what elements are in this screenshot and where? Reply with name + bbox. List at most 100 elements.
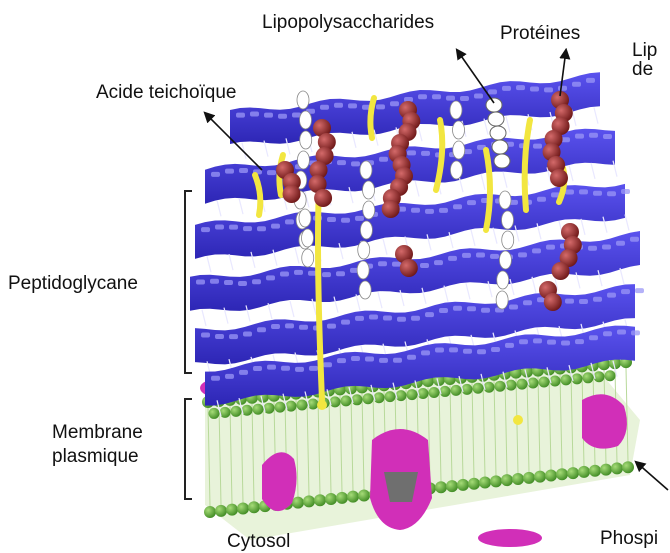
crosslink-block	[243, 331, 252, 336]
crosslink-block	[589, 133, 598, 138]
crosslink-block	[323, 362, 332, 367]
lipid-head	[457, 479, 469, 491]
lipid-head	[341, 395, 352, 406]
crosslink-block	[294, 270, 303, 275]
crosslink-block	[278, 114, 287, 119]
lipid-head	[325, 493, 337, 505]
crosslink-block	[390, 101, 399, 106]
crosslink-block	[411, 208, 420, 213]
lipid-head	[605, 370, 616, 381]
crosslink-block	[532, 248, 541, 253]
crosslink-block	[285, 323, 294, 328]
membrane-protein-bottom	[478, 529, 542, 547]
lipid-head	[231, 406, 242, 417]
lipid-head	[561, 374, 572, 385]
crosslink-block	[271, 224, 280, 229]
label-plasmique: plasmique	[52, 446, 139, 468]
crosslink-block	[449, 347, 458, 352]
peptide-bridge	[229, 254, 233, 270]
crosslink-block	[463, 349, 472, 354]
lipid-head	[600, 464, 612, 476]
label-lipo-cut-2: de	[632, 59, 653, 81]
peptide-bridge	[356, 294, 360, 310]
crosslink-block	[267, 170, 276, 175]
peptide-bridge	[217, 200, 221, 216]
crosslink-block	[407, 150, 416, 155]
crosslink-block	[327, 324, 336, 329]
crosslink-block	[253, 366, 262, 371]
crosslink-block	[519, 339, 528, 344]
crosslink-block	[533, 144, 542, 149]
crosslink-block	[239, 168, 248, 173]
lipid-head	[528, 378, 539, 389]
label-cytosol: Cytosol	[227, 531, 290, 553]
lps-bead	[502, 211, 514, 229]
crosslink-block	[407, 355, 416, 360]
lipid-head	[347, 491, 359, 503]
crosslink-block	[210, 279, 219, 284]
lipid-head	[484, 382, 495, 393]
lps-bead	[497, 271, 509, 289]
lps-bead	[494, 154, 510, 168]
crosslink-block	[397, 317, 406, 322]
crosslink-block	[411, 316, 420, 321]
crosslink-block	[474, 94, 483, 99]
protein-bead	[400, 259, 418, 277]
peptide-bridge	[481, 174, 485, 190]
crosslink-block	[546, 245, 555, 250]
crosslink-block	[280, 271, 289, 276]
peptide-bridge	[581, 219, 585, 235]
lipid-head	[473, 383, 484, 394]
crosslink-block	[299, 325, 308, 330]
crosslink-block	[617, 330, 626, 335]
lipid-head	[237, 502, 249, 514]
peptide-bridge	[506, 116, 510, 132]
crosslink-block	[432, 94, 441, 99]
lipid-head	[468, 478, 480, 490]
crosslink-block	[322, 272, 331, 277]
lipid-head	[462, 384, 473, 395]
lipid-head	[363, 393, 374, 404]
lps-bead	[300, 131, 312, 149]
peptide-bridge	[466, 283, 470, 299]
lps-bead	[453, 141, 465, 159]
crosslink-block	[337, 160, 346, 165]
peptide-bridge	[620, 268, 624, 284]
lipid-head	[451, 385, 462, 396]
crosslink-block	[334, 103, 343, 108]
peptide-bridge	[569, 165, 573, 181]
peptide-bridge	[207, 256, 211, 272]
crosslink-block	[348, 103, 357, 108]
protein-bead	[552, 262, 570, 280]
lipid-head	[358, 490, 370, 502]
lipid-head	[226, 504, 238, 516]
crosslink-block	[393, 358, 402, 363]
teichoic-anchor	[513, 415, 523, 425]
crosslink-block	[537, 197, 546, 202]
lps-bead	[453, 121, 465, 139]
lipid-head	[506, 380, 517, 391]
crosslink-block	[229, 334, 238, 339]
crosslink-block	[491, 347, 500, 352]
crosslink-block	[561, 341, 570, 346]
crosslink-block	[572, 82, 581, 87]
crosslink-block	[201, 227, 210, 232]
crosslink-block	[341, 218, 350, 223]
lipid-head	[330, 396, 341, 407]
lipid-head	[479, 477, 491, 489]
crosslink-block	[355, 216, 364, 221]
crosslink-block	[239, 370, 248, 375]
crosslink-block	[264, 113, 273, 118]
crosslink-block	[565, 299, 574, 304]
peptide-bridge	[418, 125, 422, 141]
lipid-head	[501, 474, 513, 486]
crosslink-block	[607, 293, 616, 298]
crosslink-block	[439, 208, 448, 213]
crosslink-block	[320, 105, 329, 110]
crosslink-block	[460, 96, 469, 101]
lipid-head	[264, 403, 275, 414]
lps-bead	[363, 201, 375, 219]
lps-bead	[502, 231, 514, 249]
lipid-head	[512, 473, 524, 485]
lps-bead	[490, 126, 506, 140]
